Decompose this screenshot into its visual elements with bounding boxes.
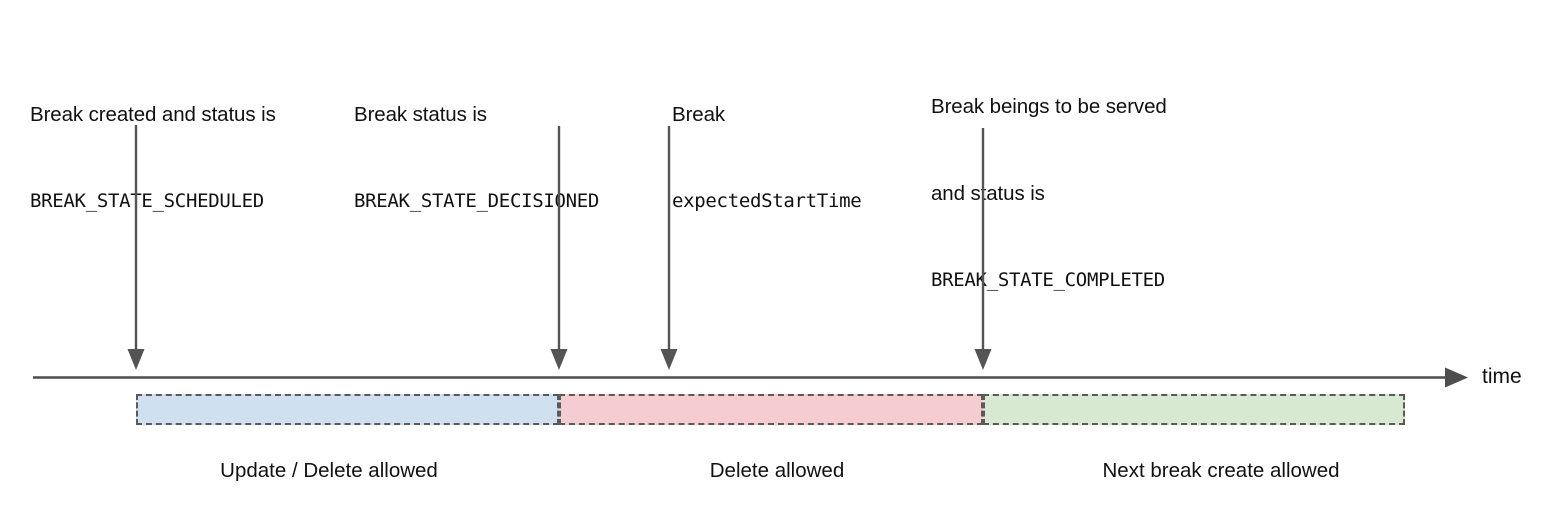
phase-bar-update-delete-allowed	[136, 394, 559, 425]
event-label-code: BREAK_STATE_DECISIONED	[354, 190, 600, 212]
phase-caption-next-break-create-allowed: Next break create allowed	[1102, 459, 1340, 482]
phase-bar-next-break-create-allowed	[983, 394, 1405, 425]
phase-bar-delete-allowed	[559, 394, 983, 425]
phase-caption-delete-allowed: Delete allowed	[709, 459, 845, 482]
phase-caption-update-delete-allowed: Update / Delete allowed	[220, 459, 438, 482]
event-arrow-down-icon-break-created	[122, 120, 150, 377]
time-axis	[0, 350, 1480, 411]
event-label-break-served: Break beings to be served and status is …	[931, 34, 1167, 353]
event-arrow-down-icon-break-expected-start-time	[655, 121, 683, 377]
time-axis-label: time	[1482, 365, 1522, 388]
event-label-line1: Break created and status is	[30, 103, 276, 126]
event-label-line2: and status is	[931, 182, 1045, 205]
event-label-break-expected-start-time: Break expectedStartTime	[672, 42, 862, 274]
event-label-line1: Break status is	[354, 103, 487, 126]
event-arrow-down-icon-break-served	[969, 123, 997, 377]
event-label-line1: Break	[672, 103, 726, 126]
event-label-break-created: Break created and status is BREAK_STATE_…	[30, 42, 276, 274]
event-label-code: BREAK_STATE_SCHEDULED	[30, 190, 264, 212]
event-label-code: expectedStartTime	[672, 190, 862, 212]
event-label-line1: Break beings to be served	[931, 95, 1167, 118]
event-arrow-down-icon-break-decisioned	[545, 121, 573, 377]
event-label-break-decisioned: Break status is BREAK_STATE_DECISIONED	[354, 42, 599, 274]
event-label-code: BREAK_STATE_COMPLETED	[931, 269, 1165, 291]
